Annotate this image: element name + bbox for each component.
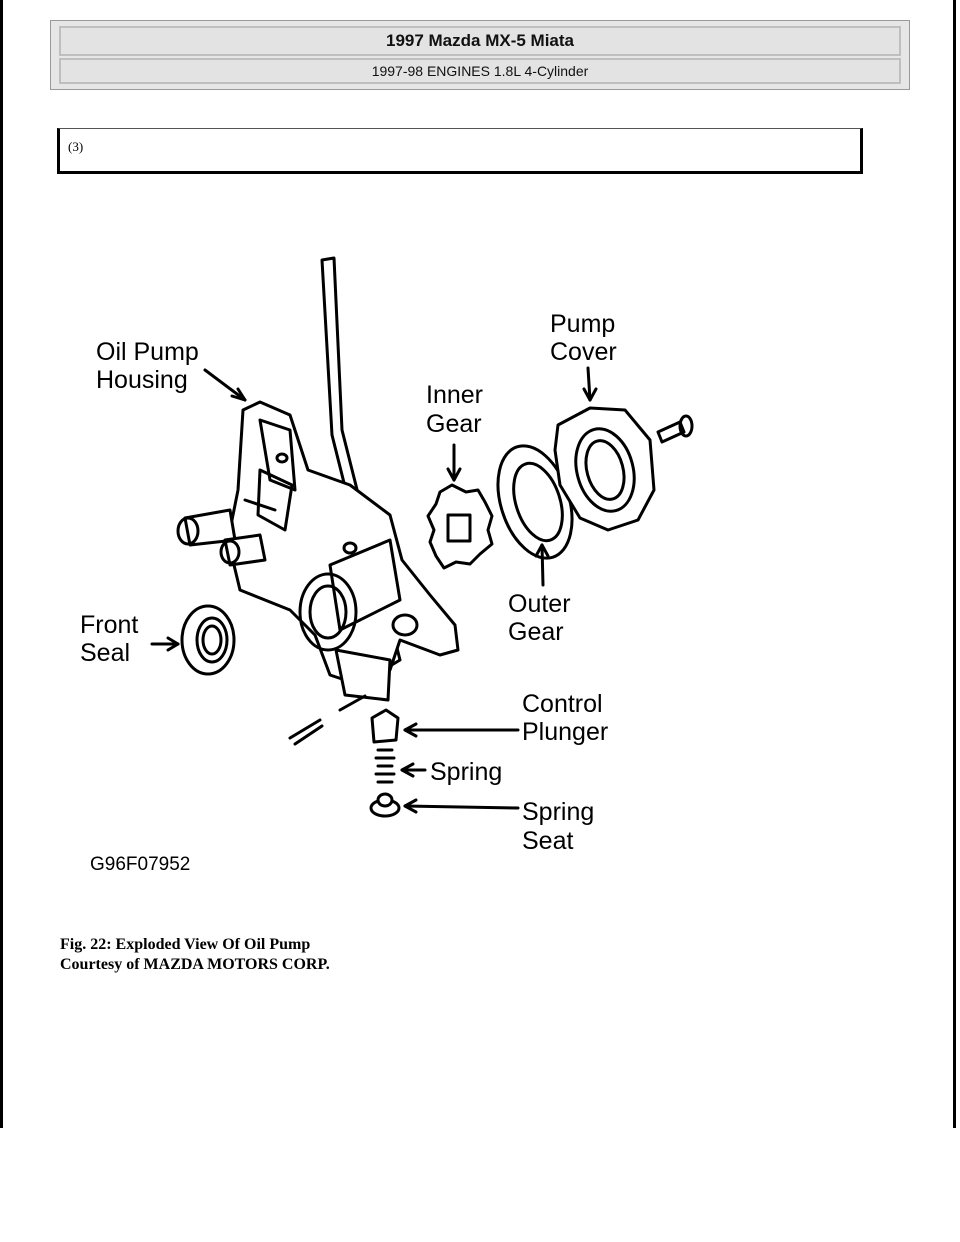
- label-spring-seat-line2: Seat: [522, 827, 573, 855]
- label-front-seal-line1: Front: [80, 611, 138, 639]
- document-title: 1997 Mazda MX-5 Miata: [59, 26, 901, 56]
- figure-caption: Fig. 22: Exploded View Of Oil Pump Court…: [60, 935, 330, 975]
- label-pump-cover-line1: Pump: [550, 310, 615, 338]
- label-oil-pump-housing-line1: Oil Pump: [96, 338, 199, 366]
- figure-caption-title: Fig. 22: Exploded View Of Oil Pump: [60, 936, 311, 953]
- label-spring: Spring: [430, 758, 502, 786]
- label-outer-gear-line2: Gear: [508, 618, 564, 646]
- label-pump-cover-line2: Cover: [550, 338, 617, 366]
- oil-pump-exploded-figure: Oil Pump Housing Pump Cover Inner Gear O…: [60, 240, 760, 890]
- document-subtitle: 1997-98 ENGINES 1.8L 4-Cylinder: [59, 58, 901, 84]
- label-spring-seat-line1: Spring: [522, 798, 594, 826]
- page-right-border: [953, 0, 956, 1128]
- label-control-plunger-line2: Plunger: [522, 718, 608, 746]
- label-front-seal-line2: Seal: [80, 639, 130, 667]
- label-inner-gear-line1: Inner: [426, 381, 483, 409]
- label-outer-gear-line1: Outer: [508, 590, 571, 618]
- label-control-plunger-line1: Control: [522, 690, 603, 718]
- figure-caption-courtesy: Courtesy of MAZDA MOTORS CORP.: [60, 956, 330, 973]
- label-oil-pump-housing-line2: Housing: [96, 366, 188, 394]
- oil-pump-diagram: Oil Pump Housing Pump Cover Inner Gear O…: [80, 256, 694, 875]
- figure-code: G96F07952: [90, 854, 190, 875]
- page-left-border: [0, 0, 3, 1128]
- document-header: 1997 Mazda MX-5 Miata 1997-98 ENGINES 1.…: [50, 20, 910, 90]
- note-box: (3): [57, 128, 863, 174]
- note-label: (3): [68, 139, 84, 154]
- label-inner-gear-line2: Gear: [426, 410, 482, 438]
